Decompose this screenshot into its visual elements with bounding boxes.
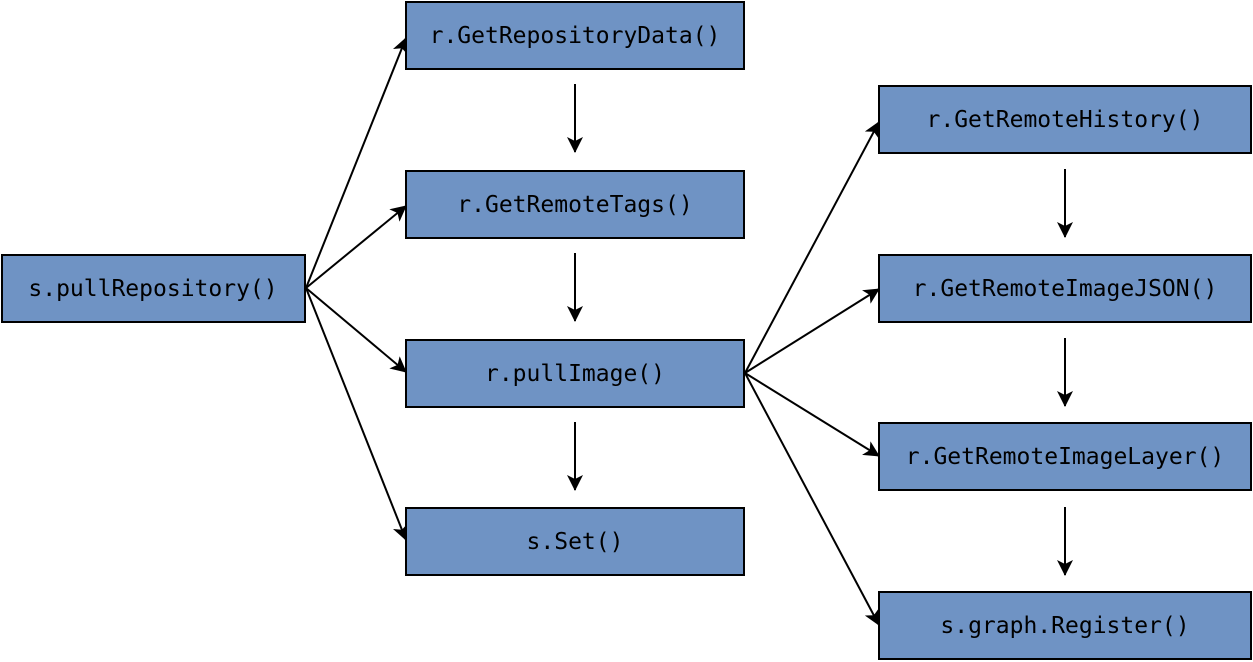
node-graph-register: s.graph.Register() [878, 591, 1252, 660]
edge-pullimage-to-getremoteimagelayer [744, 372, 880, 457]
node-pull-image-label: r.pullImage() [485, 361, 665, 387]
node-pull-image: r.pullImage() [405, 339, 745, 408]
node-graph-register-label: s.graph.Register() [940, 613, 1189, 639]
edge-pullrepository-to-set [305, 287, 408, 541]
edge-pullrepository-to-pullimage [305, 287, 407, 373]
node-get-remote-image-json: r.GetRemoteImageJSON() [878, 254, 1252, 323]
node-get-remote-image-json-label: r.GetRemoteImageJSON() [913, 276, 1218, 302]
node-get-remote-history-label: r.GetRemoteHistory() [927, 107, 1204, 133]
edge-pullimage-to-getremoteimagejson [744, 288, 880, 374]
node-get-remote-image-layer: r.GetRemoteImageLayer() [878, 422, 1252, 491]
node-get-remote-history: r.GetRemoteHistory() [878, 85, 1252, 154]
node-get-repository-data: r.GetRepositoryData() [405, 1, 745, 70]
node-get-remote-image-layer-label: r.GetRemoteImageLayer() [906, 444, 1225, 470]
node-get-remote-tags: r.GetRemoteTags() [405, 170, 745, 239]
edge-pullimage-to-graphregister [744, 372, 880, 626]
node-get-remote-tags-label: r.GetRemoteTags() [457, 192, 692, 218]
node-get-repository-data-label: r.GetRepositoryData() [430, 23, 721, 49]
edge-pullrepository-to-getremotetags [305, 205, 407, 289]
edge-pullimage-to-getremotehistory [744, 121, 880, 374]
node-pull-repository-label: s.pullRepository() [28, 276, 277, 302]
edge-pullrepository-to-getrepositorydata [305, 37, 408, 289]
node-pull-repository: s.pullRepository() [1, 254, 306, 323]
node-set-label: s.Set() [527, 529, 624, 555]
node-set: s.Set() [405, 507, 745, 576]
